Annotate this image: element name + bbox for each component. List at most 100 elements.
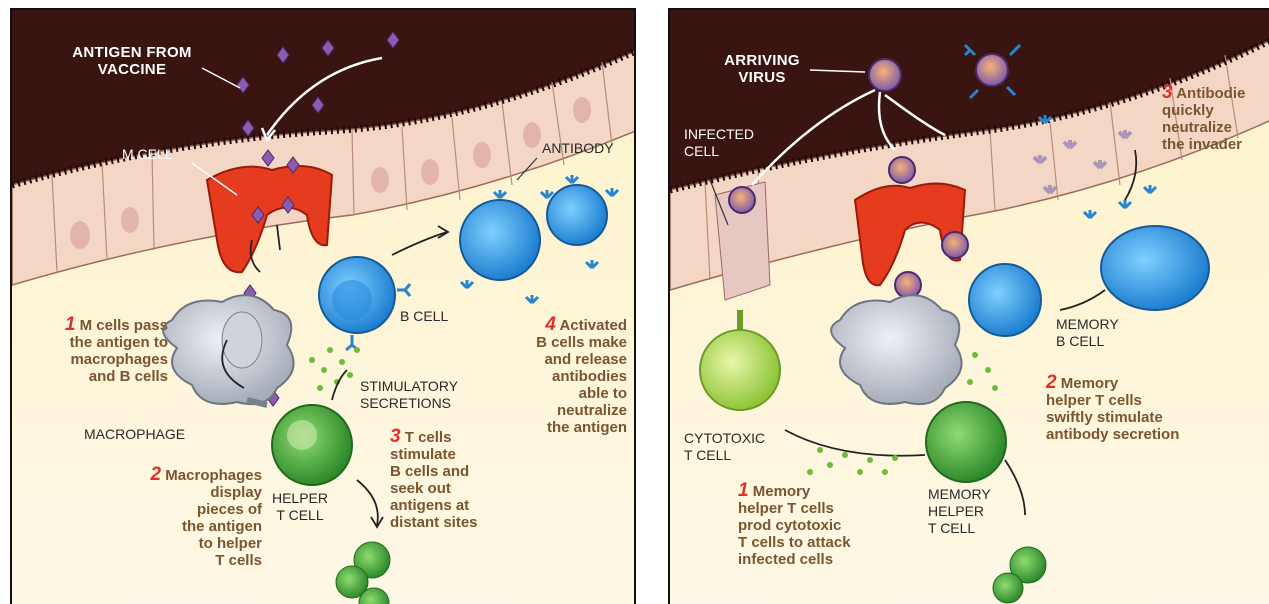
label-memory-helper-line-2: HELPER xyxy=(928,503,985,519)
step-3r-line-4: the invader xyxy=(1162,136,1243,153)
step-2-line-6: T cells xyxy=(215,552,262,569)
label-macrophage: MACROPHAGE xyxy=(84,426,186,442)
step-4-line-4: antibodies xyxy=(551,368,627,385)
distant-t-cell-3 xyxy=(358,587,390,604)
label-memory-b-line-1: MEMORY xyxy=(1056,316,1119,332)
step-1-number: 1 xyxy=(64,314,76,335)
step-1r-line-5: infected cells xyxy=(738,551,834,568)
step-1-line-1: M cells pass xyxy=(79,317,168,334)
panel-vaccine-response: ANTIGEN FROM VACCINE M CELL ANTIBODY B C… xyxy=(10,8,636,604)
label-arriving-virus: ARRIVING VIRUS xyxy=(712,52,812,86)
step-3-line-1: T cells xyxy=(404,429,452,446)
memory-helper-t-shape xyxy=(925,401,1007,483)
label-stimulatory-secretions: STIMULATORY SECRETIONS xyxy=(360,378,458,412)
label-memory-b-cell: MEMORY B CELL xyxy=(1056,316,1119,350)
b-cell-shape-2 xyxy=(968,263,1042,337)
step-2-number: 2 xyxy=(150,464,162,485)
step-2-line-4: the antigen xyxy=(181,518,262,535)
step-4-line-6: neutralize xyxy=(556,402,627,419)
label-antigen-line-1: ANTIGEN FROM xyxy=(72,44,192,61)
step-3-left: 3 T cells stimulate B cells and seek out… xyxy=(390,426,530,531)
step-2r-number: 2 xyxy=(1046,372,1057,393)
label-antigen-from-vaccine: ANTIGEN FROM VACCINE xyxy=(52,44,212,78)
illustration-vaccine xyxy=(12,10,634,604)
step-1-right: 1 Memory helper T cells prod cytotoxic T… xyxy=(738,480,908,568)
label-b-cell: B CELL xyxy=(400,308,449,324)
label-memory-b-line-2: B CELL xyxy=(1056,333,1105,349)
activated-b-cell xyxy=(459,199,541,281)
m-cell-shape xyxy=(205,165,334,274)
label-helper-t-cell: HELPER T CELL xyxy=(270,490,330,524)
step-2r-line-4: antibody secretion xyxy=(1046,426,1180,443)
label-memory-helper-t-cell: MEMORY HELPER T CELL xyxy=(928,486,991,537)
step-2-line-3: pieces of xyxy=(196,501,262,518)
step-1-left: 1 M cells pass the antigen to macrophage… xyxy=(18,314,168,385)
step-3-line-4: seek out xyxy=(390,480,451,497)
label-cytotoxic-line-1: CYTOTOXIC xyxy=(684,430,766,446)
step-4-line-7: the antigen xyxy=(546,419,627,436)
lumen-region-2 xyxy=(670,10,1269,190)
step-4-number: 4 xyxy=(545,314,556,335)
step-3r-line-1: Antibodie xyxy=(1176,85,1246,102)
step-1-line-2: the antigen to xyxy=(69,334,168,351)
step-4-line-1: Activated xyxy=(559,317,627,334)
step-3r-number: 3 xyxy=(1162,82,1173,103)
memory-b-cell-shape xyxy=(1100,225,1210,311)
step-2r-line-1: Memory xyxy=(1060,375,1119,392)
cytotoxic-t-shape xyxy=(699,329,781,411)
distant-t-cell xyxy=(353,541,391,579)
panel-virus-response: ARRIVING VIRUS INFECTED CELL MEMORY B CE… xyxy=(668,8,1269,604)
step-2r-line-2: helper T cells xyxy=(1046,392,1142,409)
label-infected-line-1: INFECTED xyxy=(684,126,754,142)
step-2-line-5: to helper xyxy=(198,535,262,552)
distant-memory-t-2 xyxy=(992,572,1024,604)
label-virus-line-1: ARRIVING xyxy=(724,52,800,69)
label-antibody: ANTIBODY xyxy=(542,140,614,156)
step-4-line-2: B cells make xyxy=(536,334,627,351)
step-3-line-2: stimulate xyxy=(390,446,456,463)
step-1-line-4: and B cells xyxy=(88,368,168,385)
label-secretions-line-2: SECRETIONS xyxy=(360,395,452,411)
macrophage-shape-2 xyxy=(830,294,963,406)
label-infected-cell: INFECTED CELL xyxy=(684,126,754,160)
step-4-line-3: and release xyxy=(544,351,627,368)
label-memory-helper-line-1: MEMORY xyxy=(928,486,991,502)
step-1r-line-2: helper T cells xyxy=(738,500,834,517)
label-infected-line-2: CELL xyxy=(684,143,720,159)
step-4-line-5: able to xyxy=(578,385,627,402)
m-cell-shape-2 xyxy=(853,182,967,287)
step-1r-line-4: T cells to attack xyxy=(738,534,851,551)
lumen-region xyxy=(12,10,634,185)
distant-memory-t xyxy=(1009,546,1047,584)
step-2-line-2: display xyxy=(210,484,262,501)
label-virus-line-2: VIRUS xyxy=(738,69,786,86)
step-1r-line-1: Memory xyxy=(752,483,811,500)
virus-particles xyxy=(728,53,1009,299)
step-2-line-1: Macrophages xyxy=(165,467,262,484)
step-2-right: 2 Memory helper T cells swiftly stimulat… xyxy=(1046,372,1246,443)
infected-cell-shape xyxy=(714,181,771,301)
label-helper-line-1: HELPER xyxy=(271,490,329,506)
step-2r-line-3: swiftly stimulate xyxy=(1046,409,1163,426)
step-3-right: 3 Antibodie quickly neutralize the invad… xyxy=(1162,82,1269,153)
label-antigen-line-2: VACCINE xyxy=(97,61,167,78)
step-1-line-3: macrophages xyxy=(70,351,168,368)
illustration-virus xyxy=(670,10,1269,604)
label-secretions-line-1: STIMULATORY xyxy=(360,378,459,394)
label-m-cell: M CELL xyxy=(122,146,173,162)
step-1r-line-3: prod cytotoxic xyxy=(738,517,842,534)
label-memory-helper-line-3: T CELL xyxy=(928,520,976,536)
step-3-line-5: antigens at xyxy=(390,497,470,514)
step-3r-line-2: quickly xyxy=(1162,102,1214,119)
label-helper-line-2: T CELL xyxy=(276,507,324,523)
distant-t-cell-2 xyxy=(335,565,369,599)
step-3-line-3: B cells and xyxy=(390,463,470,480)
step-1r-number: 1 xyxy=(738,480,749,501)
step-2-left: 2 Macrophages display pieces of the anti… xyxy=(72,464,262,569)
step-4-left: 4 Activated B cells make and release ant… xyxy=(482,314,627,436)
step-3-number: 3 xyxy=(390,426,401,447)
activated-b-cell-2 xyxy=(546,184,608,246)
step-3r-line-3: neutralize xyxy=(1162,119,1233,136)
step-3-line-6: distant sites xyxy=(390,514,478,531)
label-cytotoxic-line-2: T CELL xyxy=(684,447,732,463)
